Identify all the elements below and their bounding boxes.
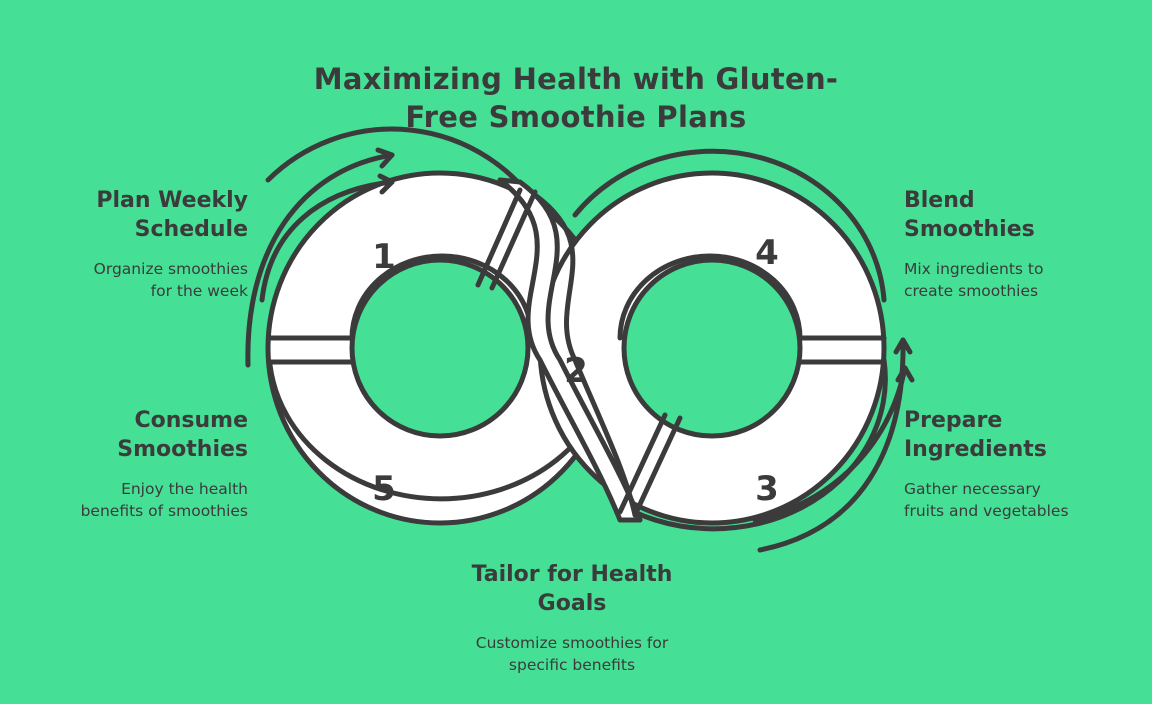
step-2-label: Tailor for Health Goals Customize smooth…	[430, 560, 714, 676]
step-3-label: Prepare Ingredients Gather necessary fru…	[904, 406, 1134, 522]
step-5-label: Consume Smoothies Enjoy the health benef…	[30, 406, 248, 522]
step-5-title: Consume Smoothies	[117, 408, 248, 462]
step-2-title: Tailor for Health Goals	[471, 562, 673, 616]
step-4-description: Mix ingredients to create smoothies	[904, 260, 1044, 300]
title-line-1: Maximizing Health with Gluten-	[313, 62, 839, 96]
step-1-description: Organize smoothies for the week	[93, 260, 248, 300]
step-number-5: 5	[372, 469, 396, 509]
title-line-2: Free Smoothie Plans	[405, 100, 747, 134]
arrow-right-bottom	[752, 337, 915, 553]
step-4-title: Blend Smoothies	[904, 188, 1035, 242]
step-3-description: Gather necessary fruits and vegetables	[904, 480, 1069, 520]
step-3-title: Prepare Ingredients	[904, 408, 1047, 462]
step-number-1: 1	[372, 237, 396, 277]
step-number-2: 2	[564, 351, 588, 391]
arrow-left-top	[245, 147, 395, 368]
segment-dividers	[267, 187, 887, 518]
crossing-band	[497, 177, 643, 523]
step-number-3: 3	[755, 469, 779, 509]
step-number-4: 4	[755, 233, 779, 273]
step-1-title: Plan Weekly Schedule	[96, 188, 248, 242]
step-2-description: Customize smoothies for specific benefit…	[475, 634, 669, 674]
diagram-title: Maximizing Health with Gluten- Free Smoo…	[296, 60, 856, 136]
right-ring	[537, 148, 888, 532]
step-1-label: Plan Weekly Schedule Organize smoothies …	[30, 186, 248, 302]
step-4-label: Blend Smoothies Mix ingredients to creat…	[904, 186, 1134, 302]
step-5-description: Enjoy the health benefits of smoothies	[80, 480, 248, 520]
